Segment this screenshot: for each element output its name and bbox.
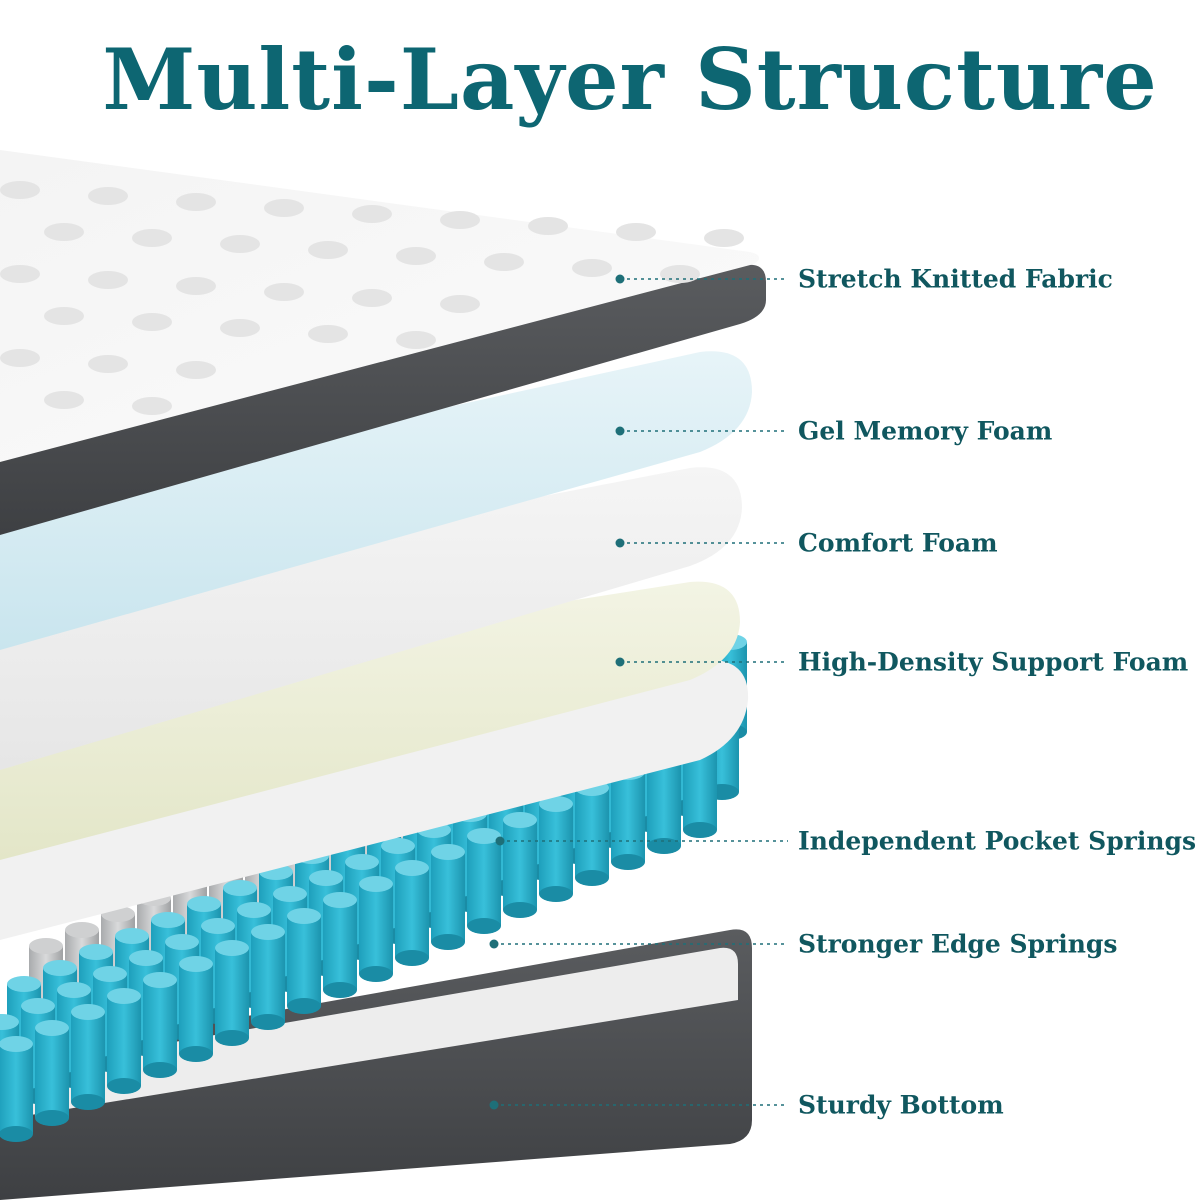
label-comfort-foam: Comfort Foam xyxy=(798,528,998,558)
fabric-dimple xyxy=(176,193,216,211)
fabric-dimple xyxy=(0,265,40,283)
fabric-dimple xyxy=(352,289,392,307)
pocket-spring xyxy=(107,988,141,1094)
fabric-dimple xyxy=(616,223,656,241)
comfort-foam-layer xyxy=(0,467,742,770)
fabric-dimple xyxy=(308,325,348,343)
pocket-spring xyxy=(35,1020,69,1126)
fabric-dimple xyxy=(88,355,128,373)
fabric-dimple xyxy=(440,295,480,313)
fabric-dimple xyxy=(440,211,480,229)
fabric-dimple xyxy=(704,229,744,247)
pocket-spring xyxy=(431,844,465,950)
pocket-spring xyxy=(215,940,249,1046)
sturdy-bottom-layer xyxy=(0,929,752,1200)
pocket-spring xyxy=(179,956,213,1062)
label-stronger-edge-springs: Stronger Edge Springs xyxy=(798,929,1118,959)
fabric-dimple xyxy=(220,235,260,253)
leader-dot xyxy=(615,426,625,436)
pocket-spring xyxy=(287,908,321,1014)
pocket-spring xyxy=(503,812,537,918)
pocket-spring xyxy=(539,796,573,902)
fabric-dimple xyxy=(352,205,392,223)
pocket-spring xyxy=(611,764,645,870)
pocket-spring xyxy=(71,1004,105,1110)
label-sturdy-bottom: Sturdy Bottom xyxy=(798,1090,1004,1120)
fabric-dimple xyxy=(220,319,260,337)
leader-dot xyxy=(615,657,625,667)
fabric-dimple xyxy=(0,181,40,199)
fabric-dimple xyxy=(88,187,128,205)
leader-dot xyxy=(615,274,625,284)
label-stretch-knitted-fabric: Stretch Knitted Fabric xyxy=(798,264,1113,294)
fabric-dimple xyxy=(396,247,436,265)
fabric-dimple xyxy=(44,391,84,409)
fabric-dimple xyxy=(0,349,40,367)
fabric-dimple xyxy=(44,307,84,325)
fabric-dimple xyxy=(572,259,612,277)
pocket-spring xyxy=(143,972,177,1078)
fabric-dimple xyxy=(132,397,172,415)
stretch-knitted-fabric-layer xyxy=(0,150,766,535)
fabric-dimple xyxy=(176,277,216,295)
pocket-spring xyxy=(359,876,393,982)
fabric-dimple xyxy=(132,229,172,247)
gel-memory-foam-layer xyxy=(0,351,752,650)
fabric-dimple xyxy=(396,331,436,349)
fabric-dimple xyxy=(528,217,568,235)
high-density-support-foam-layer xyxy=(0,581,749,940)
fabric-dimple xyxy=(484,253,524,271)
fabric-dimple xyxy=(264,283,304,301)
label-high-density-support-foam: High-Density Support Foam xyxy=(798,647,1189,677)
leader-dot xyxy=(489,1100,499,1110)
leader-dot xyxy=(495,836,505,846)
pocket-spring xyxy=(323,892,357,998)
fabric-dimple xyxy=(264,199,304,217)
page-title: Multi-Layer Structure xyxy=(102,30,1158,129)
pocket-spring xyxy=(0,1036,33,1142)
leader-dot xyxy=(615,538,625,548)
fabric-dimple xyxy=(660,265,700,283)
fabric-dimple xyxy=(132,313,172,331)
pocket-spring xyxy=(467,828,501,934)
fabric-dimple xyxy=(176,361,216,379)
pocket-spring xyxy=(575,780,609,886)
fabric-dimple xyxy=(44,223,84,241)
fabric-dimple xyxy=(88,271,128,289)
fabric-dimple xyxy=(308,241,348,259)
leader-dot xyxy=(489,939,499,949)
pocket-spring xyxy=(395,860,429,966)
pocket-spring xyxy=(251,924,285,1030)
label-gel-memory-foam: Gel Memory Foam xyxy=(798,416,1053,446)
label-independent-pocket-springs: Independent Pocket Springs xyxy=(798,826,1197,856)
